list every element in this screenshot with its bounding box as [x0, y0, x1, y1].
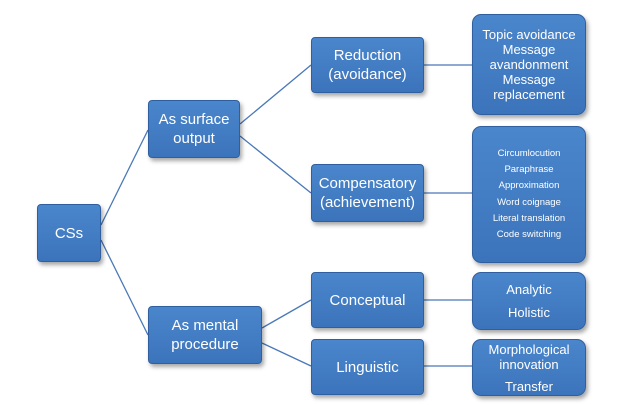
reduction-list-box: Topic avoidance Message avandonment Mess…	[472, 14, 586, 115]
compensatory-line-2: (achievement)	[319, 194, 416, 211]
reduction-line-1: Reduction	[333, 47, 402, 64]
compensatory-item: Literal translation	[492, 212, 566, 224]
linguistic-list-box: Morphological innovation Transfer	[472, 339, 586, 396]
surface-output-node: As surface output	[148, 100, 240, 158]
reduction-item: replacement	[493, 87, 565, 102]
linguistic-item: Transfer	[505, 378, 553, 394]
mental-line-1: As mental	[171, 317, 239, 334]
connector-surface-compensatory	[239, 135, 312, 194]
reduction-line-2: (avoidance)	[328, 66, 407, 83]
connector-mental-linguistic	[261, 342, 312, 367]
mental-line-2: procedure	[171, 336, 239, 353]
conceptual-item: Analytic	[506, 282, 552, 297]
surface-line-2: output	[173, 130, 215, 147]
connector-surface-reduction	[239, 64, 312, 125]
linguistic-label: Linguistic	[336, 358, 399, 376]
compensatory-item: Circumlocution	[497, 147, 561, 159]
reduction-item: Topic avoidance	[482, 27, 576, 42]
compensatory-item: Word coignage	[497, 196, 561, 208]
compensatory-item: Code switching	[496, 228, 562, 240]
linguistic-node: Linguistic	[311, 339, 424, 395]
compensatory-item: Paraphrase	[504, 164, 554, 176]
linguistic-item: innovation	[499, 356, 559, 372]
conceptual-label: Conceptual	[329, 291, 406, 309]
compensatory-item: Approximation	[498, 180, 560, 192]
conceptual-node: Conceptual	[311, 272, 424, 328]
connector-root-surface	[100, 129, 149, 226]
reduction-item: avandonment	[489, 57, 569, 72]
compensatory-list-box: Circumlocution Paraphrase Approximation …	[472, 126, 586, 263]
mental-procedure-node: As mental procedure	[148, 306, 262, 364]
conceptual-list-box: Analytic Holistic	[472, 272, 586, 330]
connector-root-mental	[100, 239, 149, 336]
connector-mental-conceptual	[261, 299, 312, 329]
conceptual-item: Holistic	[508, 305, 550, 320]
surface-line-1: As surface	[158, 111, 230, 128]
reduction-node: Reduction (avoidance)	[311, 37, 424, 93]
reduction-item: Message	[502, 42, 556, 57]
root-node: CSs	[37, 204, 101, 262]
compensatory-node: Compensatory (achievement)	[311, 164, 424, 222]
compensatory-line-1: Compensatory	[318, 175, 417, 192]
linguistic-item: Morphological	[488, 341, 570, 357]
reduction-item: Message	[502, 72, 556, 87]
root-label: CSs	[54, 224, 84, 242]
